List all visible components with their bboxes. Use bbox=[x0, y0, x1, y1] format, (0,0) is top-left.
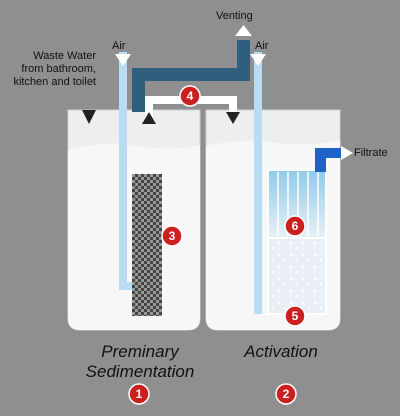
marker-2 bbox=[275, 383, 297, 405]
inflow-arrow bbox=[82, 110, 96, 124]
marker-3 bbox=[161, 225, 183, 247]
aeration-zone bbox=[267, 237, 327, 315]
waste-water-label: Waste Water from bathroom, kitchen and t… bbox=[13, 50, 96, 88]
transfer-arrow-right bbox=[226, 112, 240, 124]
preliminary-sedimentation-title: Preminary Sedimentation bbox=[85, 342, 195, 381]
sedimentation-filter bbox=[132, 174, 162, 316]
venting-label: Venting bbox=[216, 10, 253, 22]
air-right-label: Air bbox=[255, 40, 269, 52]
air-pipe-right bbox=[254, 52, 262, 314]
filtrate-pipe bbox=[315, 148, 341, 172]
marker-6 bbox=[284, 215, 306, 237]
marker-2-label: 2 bbox=[283, 387, 290, 401]
air-arrow-right bbox=[250, 54, 266, 66]
vent-pipework bbox=[132, 40, 250, 112]
filtrate-label: Filtrate bbox=[354, 147, 388, 159]
marker-6-label: 6 bbox=[292, 219, 299, 233]
membrane-lines bbox=[277, 172, 319, 236]
venting-arrow bbox=[235, 25, 252, 36]
filtrate-arrow bbox=[341, 146, 353, 160]
marker-5 bbox=[284, 305, 306, 327]
marker-4-label: 4 bbox=[187, 89, 194, 103]
marker-3-label: 3 bbox=[169, 229, 176, 243]
air-pipe-left bbox=[119, 52, 127, 290]
marker-4 bbox=[179, 85, 201, 107]
marker-1 bbox=[128, 383, 150, 405]
marker-1-label: 1 bbox=[136, 387, 143, 401]
transfer-arrow-left bbox=[142, 112, 156, 124]
activation-title: Activation bbox=[244, 342, 318, 361]
marker-group bbox=[128, 85, 306, 405]
air-left-label: Air bbox=[112, 40, 126, 52]
air-arrow-left bbox=[115, 54, 131, 66]
marker-5-label: 5 bbox=[292, 309, 299, 323]
